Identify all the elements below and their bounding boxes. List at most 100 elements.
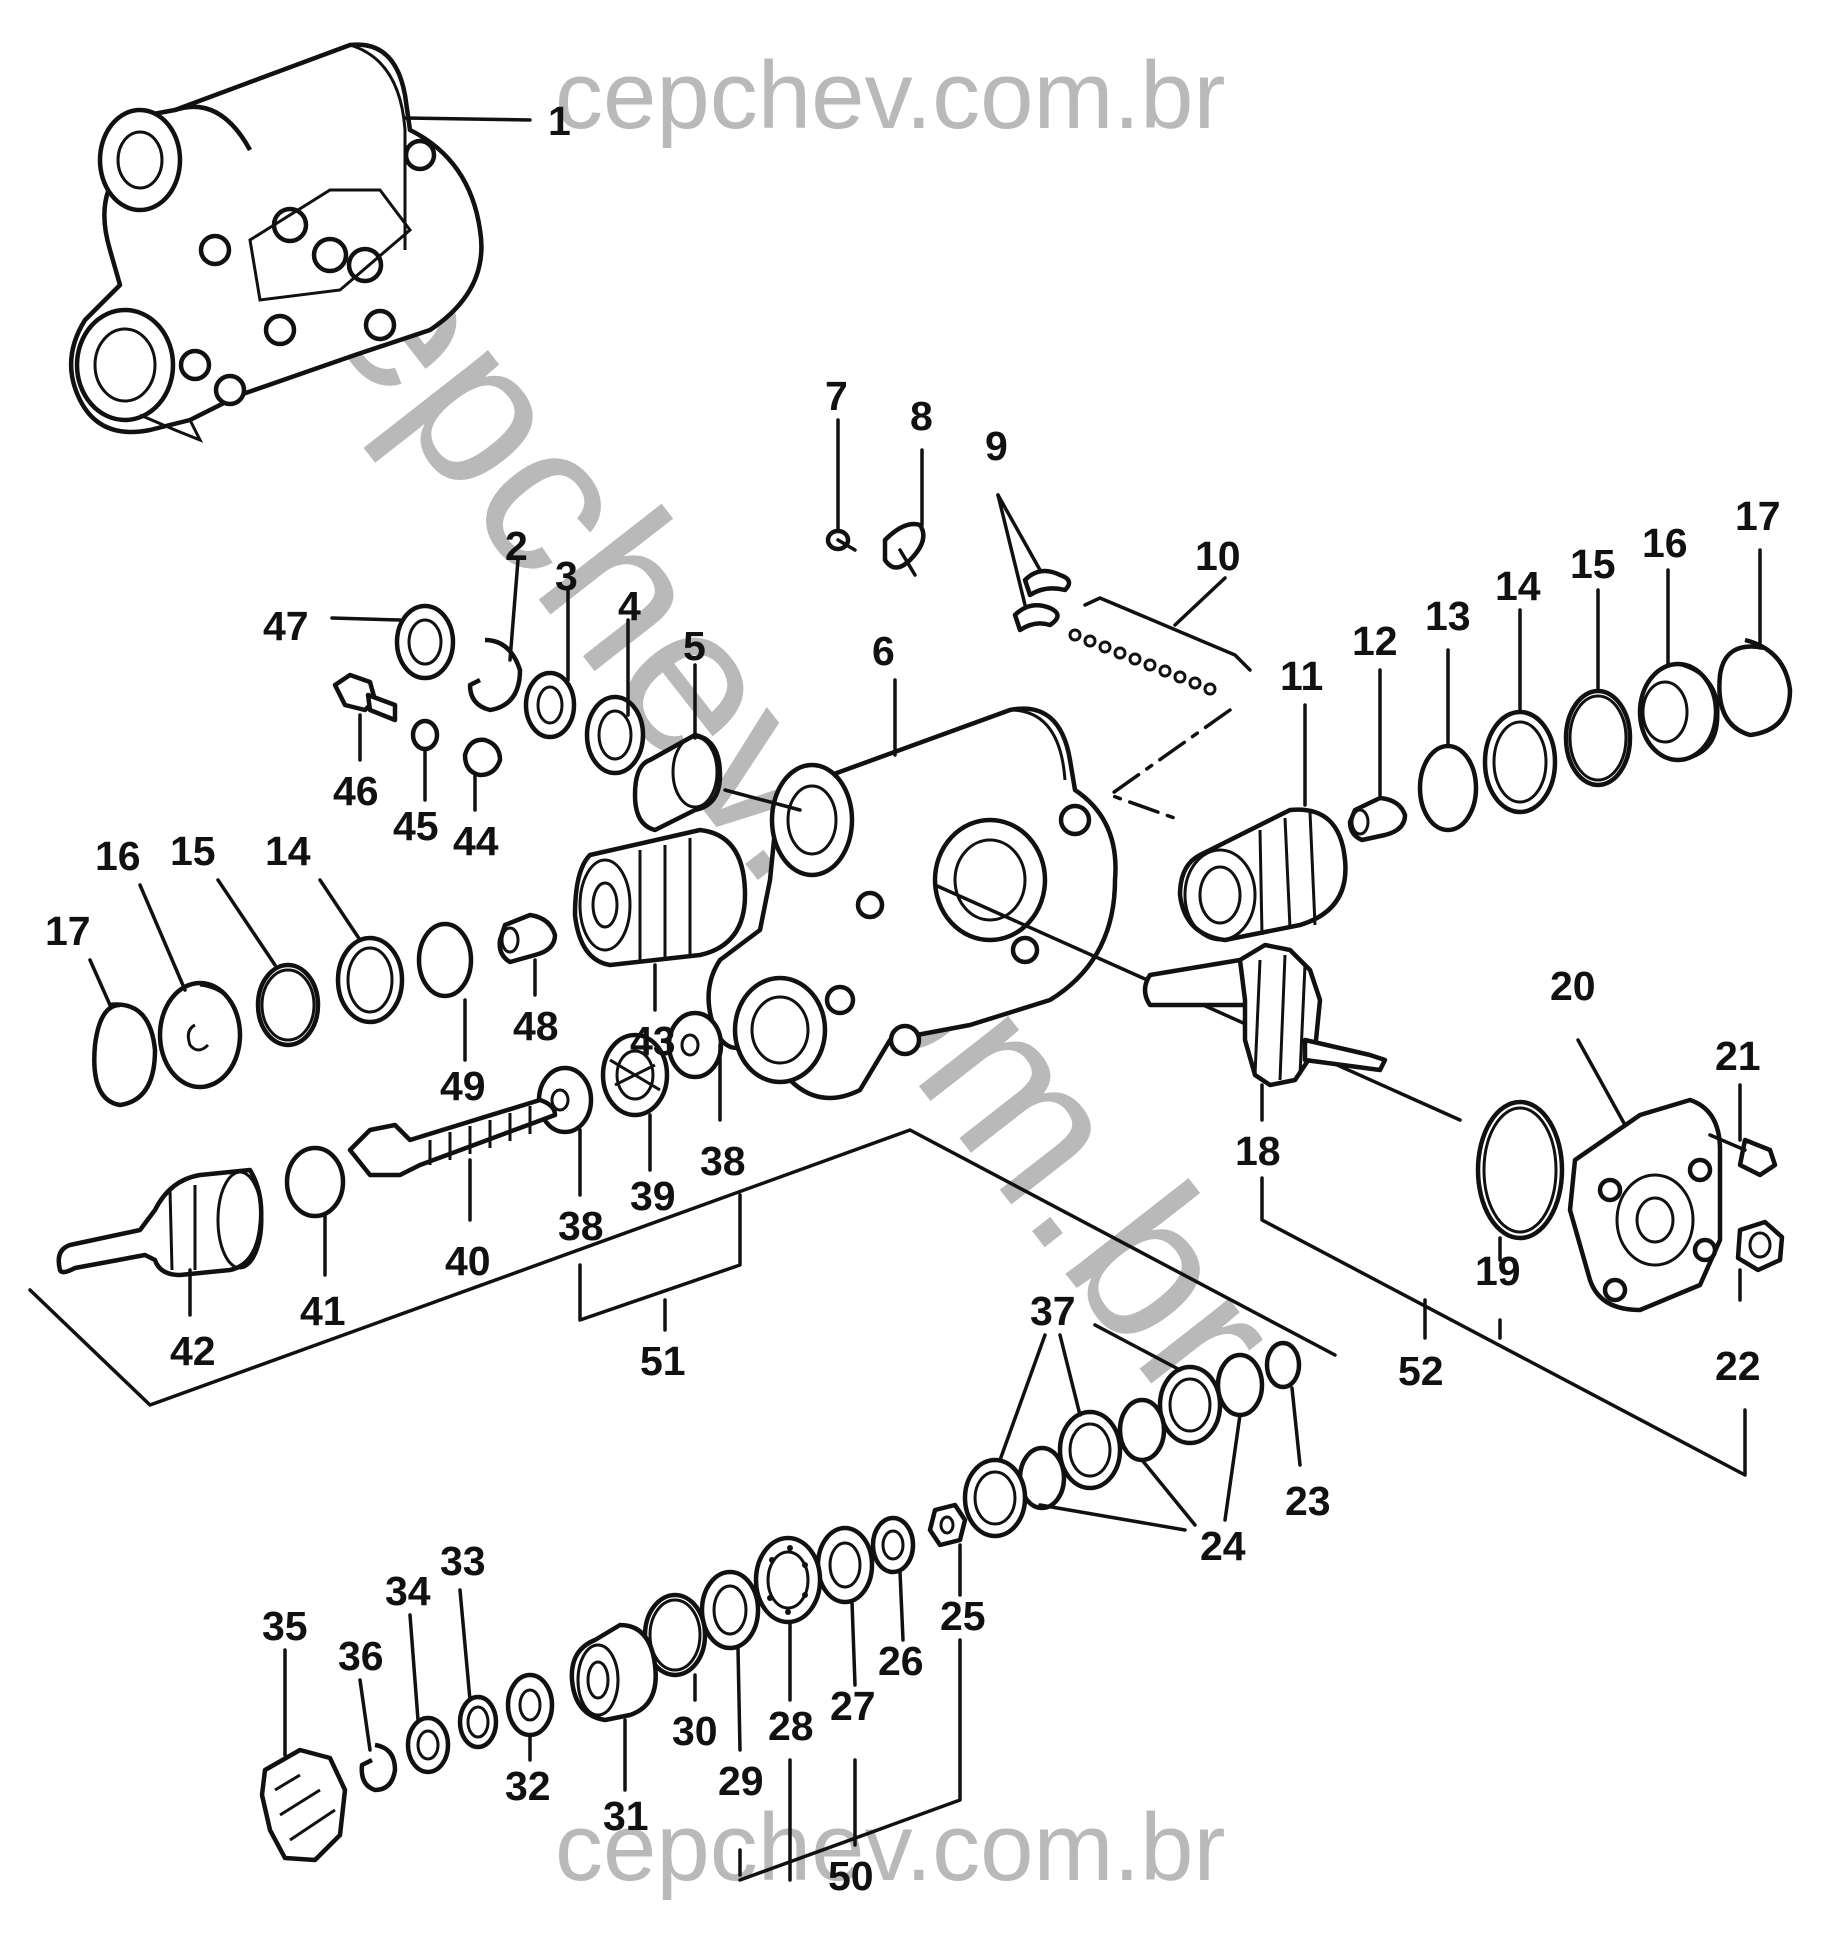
watermark-top: cepchev.com.br	[555, 42, 1226, 149]
part-6-gear-housing	[706, 706, 1118, 1101]
callout-50: 50	[828, 1853, 874, 1899]
watermark-bottom: cepchev.com.br	[555, 1794, 1226, 1901]
callout-25: 25	[940, 1593, 986, 1639]
leader-34	[408, 1613, 420, 1722]
callout-15-left: 15	[170, 828, 216, 874]
part-15-left-o-ring	[255, 962, 321, 1048]
callout-34: 34	[385, 1568, 431, 1614]
callout-15-right: 15	[1570, 541, 1616, 587]
leader-2	[508, 558, 520, 662]
part-8-clamp	[882, 521, 926, 577]
callout-18: 18	[1235, 1128, 1281, 1174]
part-46-fitting	[332, 672, 398, 723]
part-41-o-ring	[284, 1145, 346, 1219]
part-7-screw	[825, 528, 857, 552]
part-47-seal	[394, 603, 456, 681]
leader-16-left	[138, 883, 187, 992]
part-24-o-ring-a	[1215, 1352, 1265, 1418]
callout-28: 28	[768, 1703, 814, 1749]
part-34-washer	[405, 1715, 451, 1775]
callout-10: 10	[1195, 533, 1241, 579]
leader-20	[1576, 1038, 1627, 1127]
part-11-piston-sleeve	[1177, 807, 1348, 943]
callout-43: 43	[630, 1018, 676, 1064]
part-27-washer	[815, 1525, 875, 1605]
part-26-washer	[870, 1515, 916, 1575]
callout-12: 12	[1352, 618, 1398, 664]
part-18-sector-shaft	[1142, 942, 1388, 1088]
part-14-left-ring	[335, 935, 405, 1025]
part-40-worm-shaft	[347, 1097, 558, 1178]
leader-17-left	[88, 958, 112, 1007]
part-12-plug	[1347, 795, 1408, 843]
part-44-cap	[462, 737, 503, 778]
leader-26	[898, 1570, 905, 1642]
callout-38-b: 38	[700, 1138, 746, 1184]
callout-3: 3	[555, 553, 578, 599]
callout-6: 6	[872, 628, 895, 674]
part-29-washer	[699, 1569, 761, 1651]
leader-14-left	[318, 878, 362, 942]
callout-23: 23	[1285, 1478, 1331, 1524]
leader-1	[403, 116, 532, 122]
part-37-seal-c	[962, 1457, 1028, 1539]
part-37-seal-a	[1157, 1364, 1223, 1446]
callout-19: 19	[1475, 1248, 1521, 1294]
part-32-bearing	[505, 1672, 555, 1738]
part-2-snap-ring	[467, 637, 523, 713]
callout-40: 40	[445, 1238, 491, 1284]
callout-9: 9	[985, 423, 1008, 469]
part-3-washer	[523, 670, 577, 740]
part-4-seal	[584, 694, 646, 776]
part-33-seal	[457, 1694, 499, 1750]
callout-7: 7	[825, 373, 848, 419]
callout-17-left: 17	[45, 908, 91, 954]
callout-35: 35	[262, 1603, 308, 1649]
part-19-o-ring	[1475, 1099, 1565, 1241]
part-37-seal-b	[1057, 1409, 1123, 1491]
part-28-bearing	[753, 1535, 823, 1625]
callout-51: 51	[640, 1338, 686, 1384]
callout-2: 2	[505, 523, 528, 569]
leader-10	[1173, 576, 1227, 627]
callout-38-a: 38	[558, 1203, 604, 1249]
part-43-rack-piston	[572, 827, 748, 968]
callout-26: 26	[878, 1638, 924, 1684]
callout-45: 45	[393, 803, 439, 849]
bracket-group-left	[28, 1128, 1337, 1407]
callout-20: 20	[1550, 963, 1596, 1009]
part-36-snap-ring	[359, 1742, 398, 1793]
part-22-nut	[1735, 1219, 1785, 1273]
callout-48: 48	[513, 1003, 559, 1049]
part-17-right-snap-ring	[1717, 637, 1793, 738]
part-9-clips	[1012, 568, 1072, 633]
callout-13: 13	[1425, 593, 1471, 639]
leader-37a	[998, 1333, 1047, 1462]
callout-37: 37	[1030, 1288, 1076, 1334]
part-10-balls	[1068, 628, 1217, 696]
leader-10-dash	[1108, 708, 1232, 822]
callout-8: 8	[910, 393, 933, 439]
part-42-input-shaft-valve	[56, 1167, 264, 1278]
part-48-plug	[497, 912, 558, 965]
callout-27: 27	[830, 1683, 876, 1729]
callout-17-right: 17	[1735, 493, 1781, 539]
callout-29: 29	[718, 1758, 764, 1804]
callout-22: 22	[1715, 1343, 1761, 1389]
callout-46: 46	[333, 768, 379, 814]
part-23-o-ring	[1264, 1340, 1302, 1390]
callout-31: 31	[603, 1793, 649, 1839]
callout-39: 39	[630, 1173, 676, 1219]
part-1-steering-gear-assembly	[68, 42, 484, 443]
leader-5-to-6	[723, 788, 802, 812]
callout-14-left: 14	[265, 828, 311, 874]
leader-27	[850, 1600, 857, 1687]
part-15-right-o-ring	[1563, 688, 1633, 788]
callout-49: 49	[440, 1063, 486, 1109]
part-5-needle-bearing	[632, 732, 723, 833]
callout-4: 4	[618, 583, 641, 629]
callout-5: 5	[683, 623, 706, 669]
part-49-o-ring	[416, 921, 474, 999]
